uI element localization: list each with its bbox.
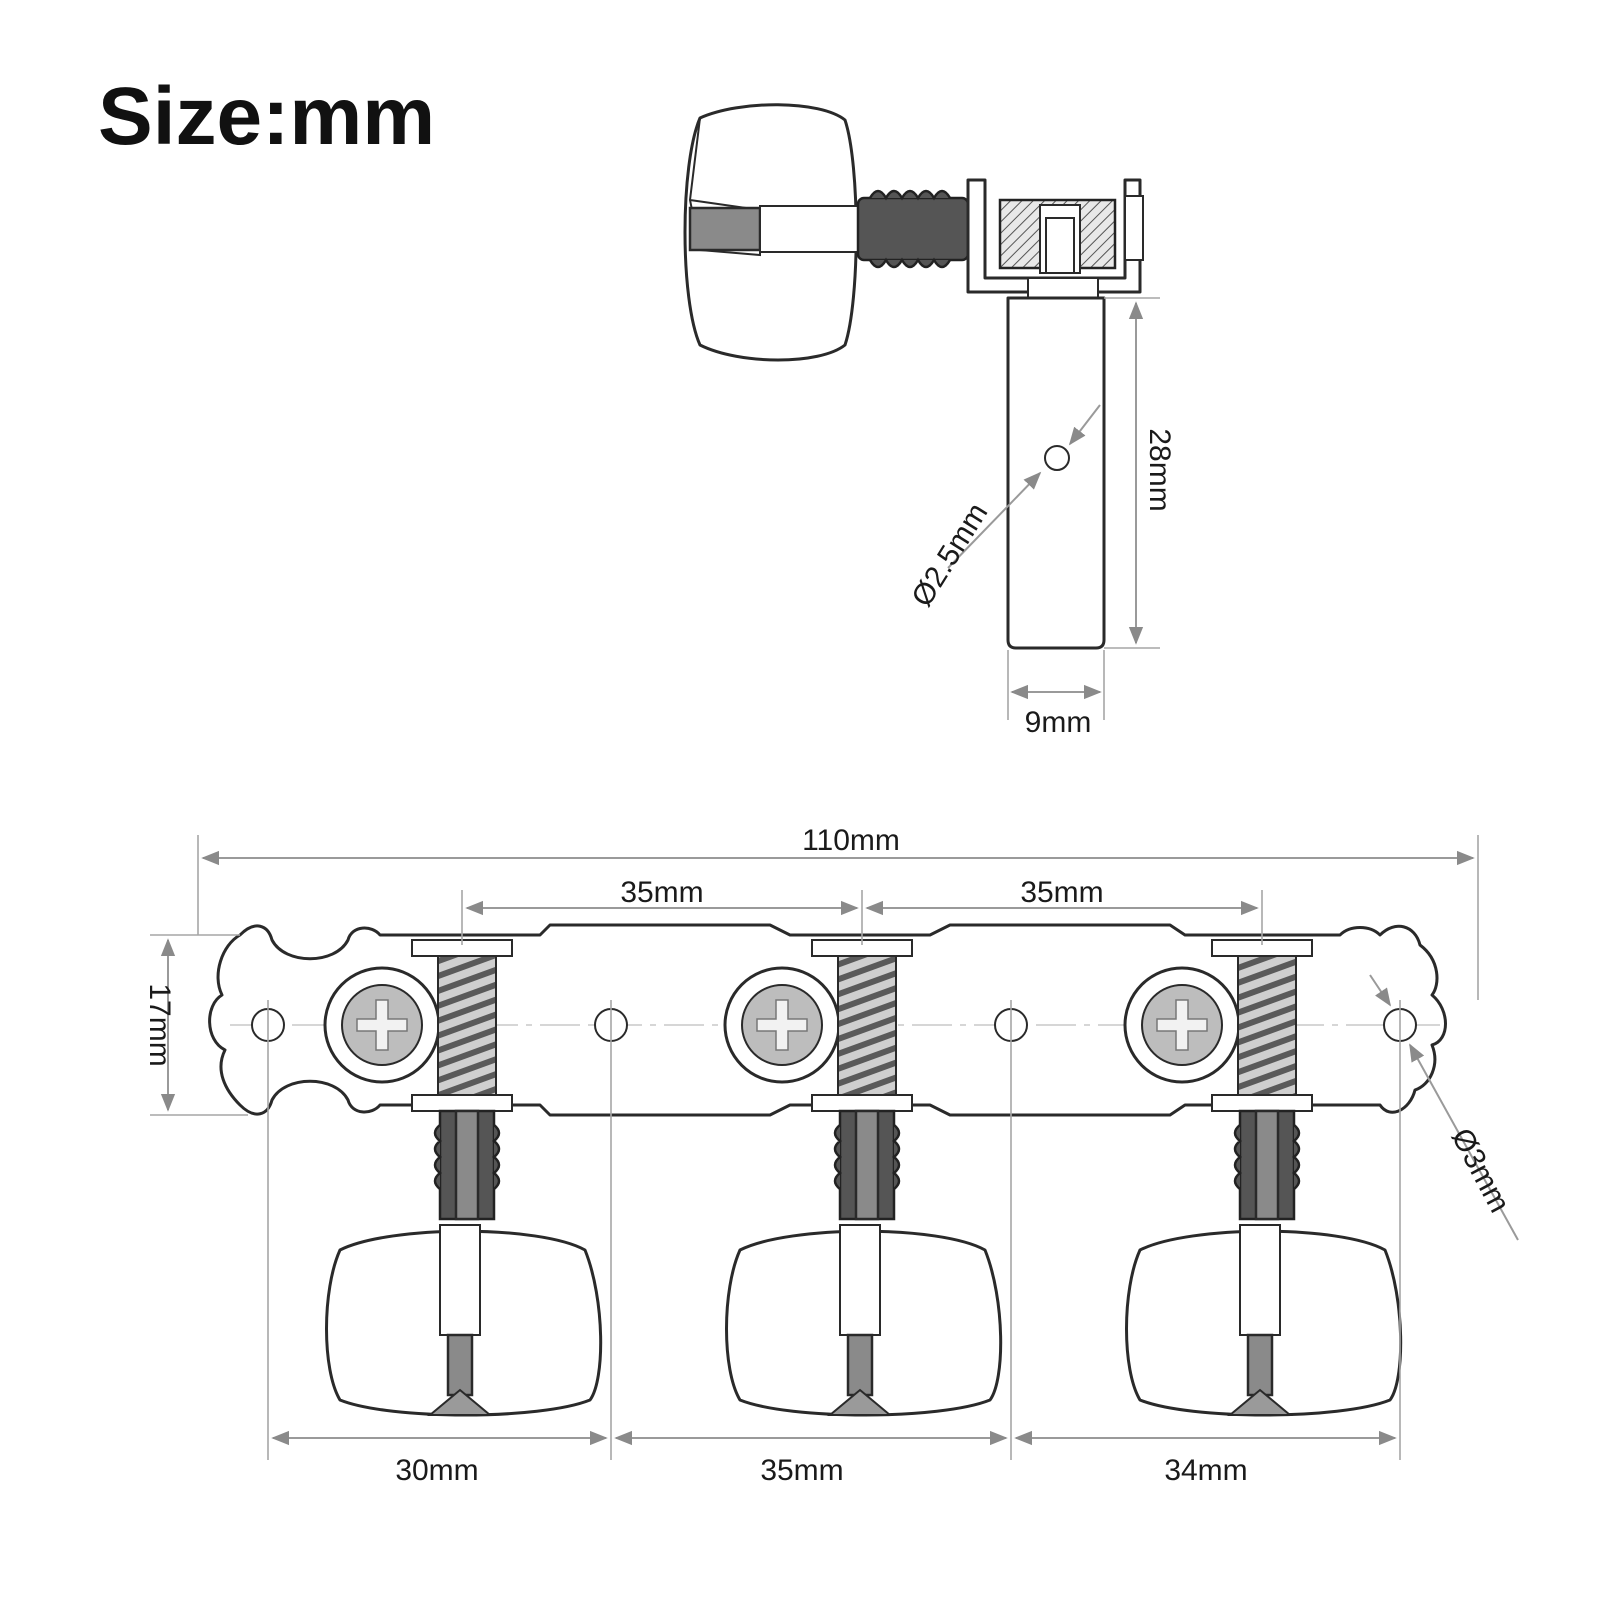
hole-spacing-1-label: 30mm bbox=[395, 1454, 478, 1487]
side-view bbox=[683, 103, 1144, 650]
page-title: Size:mm bbox=[98, 71, 436, 162]
side-shaft bbox=[688, 206, 762, 252]
hole-diameter-label: Ø2.5mm bbox=[905, 497, 994, 612]
hole-spacing-3-label: 34mm bbox=[1164, 1454, 1247, 1487]
total-length-label: 110mm bbox=[802, 824, 900, 857]
worm-spring-1 bbox=[437, 955, 497, 1096]
post-spacing-right-label: 35mm bbox=[1020, 876, 1103, 909]
tuner-unit-3 bbox=[1123, 939, 1403, 1417]
worm-spring-3 bbox=[1237, 955, 1297, 1096]
worm-spring-2 bbox=[837, 955, 897, 1096]
side-string-hole bbox=[1044, 445, 1070, 471]
cross-screw-icon bbox=[756, 999, 808, 1051]
post-spacing-left-label: 35mm bbox=[620, 876, 703, 909]
width-label: 9mm bbox=[1025, 706, 1092, 739]
side-post bbox=[1006, 296, 1106, 650]
side-housing bbox=[966, 178, 1142, 294]
cross-screw-icon bbox=[1156, 999, 1208, 1051]
tuner-unit-2 bbox=[723, 939, 1003, 1417]
side-worm-gear bbox=[856, 196, 970, 262]
mount-hole-diameter-label: Ø3mm bbox=[1445, 1123, 1516, 1218]
height-label: 28mm bbox=[1143, 428, 1176, 511]
tuner-unit-1 bbox=[323, 939, 603, 1417]
cross-screw-icon bbox=[356, 999, 408, 1051]
hole-spacing-2-label: 35mm bbox=[760, 1454, 843, 1487]
front-view bbox=[208, 923, 1447, 1417]
plate-height-label: 17mm bbox=[143, 983, 176, 1066]
